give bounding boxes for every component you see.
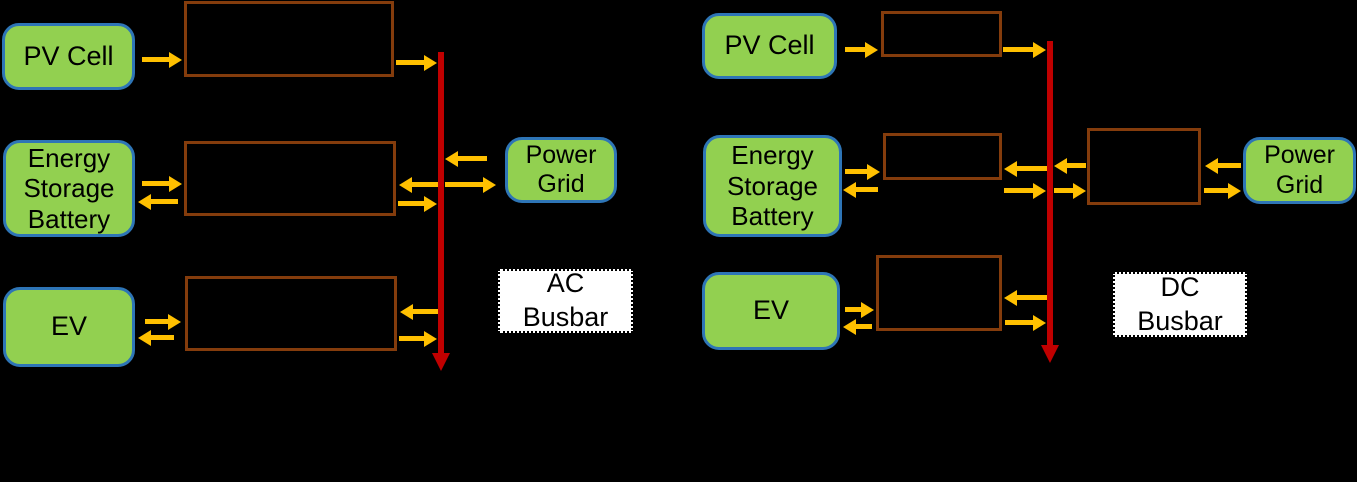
dc-grid-to-converter-arrow	[1218, 163, 1241, 168]
dc-power-grid-box: Power Grid	[1243, 137, 1356, 204]
dc-pv-converter-box	[881, 11, 1002, 57]
dc-ev-converter-box	[876, 255, 1002, 331]
ac-evconverter-to-busbar-arrow	[399, 336, 424, 341]
ac-ev-label: EV	[50, 311, 88, 342]
ac-battery-to-converter-arrow	[142, 181, 169, 186]
ac-power-grid-box: Power Grid	[505, 137, 617, 203]
ac-busbar-to-grid-arrow	[445, 182, 483, 187]
ac-busbar-line	[438, 52, 444, 353]
dc-busbar-label-box: DC Busbar	[1113, 272, 1247, 337]
dc-evconverter-to-busbar-arrow	[1005, 320, 1033, 325]
ac-energy-storage-battery-box: Energy Storage Battery	[3, 140, 135, 237]
dc-busbar-to-evconverter-arrow	[1017, 295, 1047, 300]
ac-busbar-label: AC Busbar	[522, 268, 609, 332]
dc-busbar-label: DC Busbar	[1137, 271, 1223, 336]
ac-ev-box: EV	[3, 287, 135, 367]
ac-ev-converter-box	[185, 276, 397, 351]
ac-power-grid-label: Power Grid	[525, 140, 597, 198]
dc-busbar-line	[1047, 41, 1053, 345]
dc-converter-to-ev-arrow	[856, 324, 872, 329]
dc-busbar-to-batteryconverter-arrow	[1017, 166, 1047, 171]
ac-pv-converter-box	[184, 1, 394, 77]
ac-pv-cell-label: PV Cell	[23, 40, 114, 71]
ac-pv-to-converter-arrow	[142, 57, 169, 62]
dc-pv-cell-label: PV Cell	[724, 30, 815, 61]
ac-grid-to-busbar-arrow	[458, 156, 487, 161]
dc-energy-storage-battery-label: Energy Storage Battery	[726, 140, 819, 232]
ac-energy-storage-battery-label: Energy Storage Battery	[23, 142, 115, 234]
dc-battery-converter-box	[883, 133, 1002, 180]
ac-busbar-label-box: AC Busbar	[498, 268, 633, 333]
ac-converter-to-battery-arrow	[151, 199, 178, 204]
dc-power-grid-label: Power Grid	[1264, 141, 1335, 199]
ac-converter-to-ev-arrow	[151, 335, 174, 340]
ac-ev-to-converter-arrow	[145, 319, 168, 324]
dc-busbar-to-gridconverter-arrow	[1054, 188, 1073, 193]
dc-grid-converter-box	[1087, 128, 1201, 205]
ac-busbar-to-evconverter-arrow	[413, 309, 438, 314]
dc-batteryconverter-to-busbar-arrow	[1004, 188, 1033, 193]
dc-gridconverter-to-busbar-arrow	[1067, 163, 1086, 168]
dc-converter-to-battery-arrow	[856, 187, 878, 192]
ac-batteryconverter-to-busbar-arrow	[398, 201, 424, 206]
ac-battery-converter-box	[184, 141, 396, 216]
dc-pvconverter-to-busbar-arrow	[1003, 47, 1033, 52]
dc-pv-to-converter-arrow	[845, 47, 865, 52]
dc-ev-box: EV	[702, 272, 840, 350]
dc-pv-cell-box: PV Cell	[702, 13, 837, 79]
ac-busbar-to-batteryconverter-arrow	[412, 182, 438, 187]
dc-ev-to-converter-arrow	[845, 307, 861, 312]
ac-pvconverter-to-busbar-arrow	[396, 60, 424, 65]
dc-ev-label: EV	[752, 295, 790, 326]
dc-converter-to-grid-arrow	[1204, 188, 1228, 193]
dc-energy-storage-battery-box: Energy Storage Battery	[703, 135, 842, 237]
ac-pv-cell-box: PV Cell	[2, 23, 135, 90]
dc-battery-to-converter-arrow	[845, 169, 867, 174]
